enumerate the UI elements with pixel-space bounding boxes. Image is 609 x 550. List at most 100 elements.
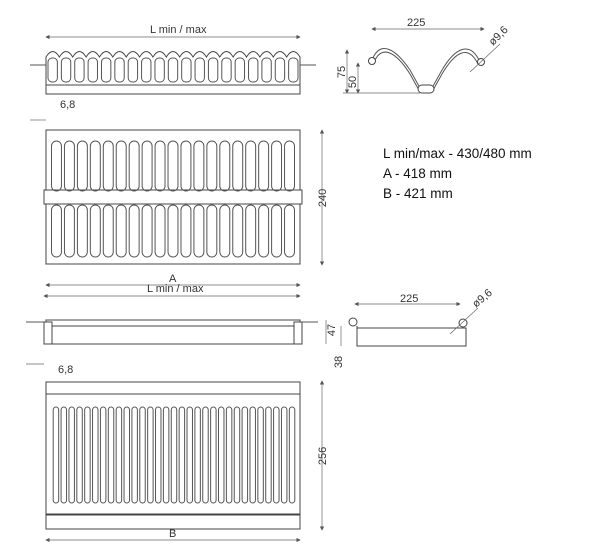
plan-slot bbox=[76, 406, 83, 504]
plan-slot bbox=[141, 204, 153, 258]
plan-slot bbox=[284, 204, 296, 258]
plan-slot bbox=[89, 204, 101, 258]
plan-slot bbox=[265, 406, 272, 504]
height-50-label: 50 bbox=[347, 76, 359, 88]
plan-slot bbox=[92, 406, 99, 504]
plan-slot bbox=[170, 406, 178, 504]
front-slot bbox=[47, 57, 58, 83]
wire-diameter-label-2: ø9,6 bbox=[470, 287, 495, 310]
front-slot bbox=[87, 57, 98, 83]
front-slot bbox=[127, 57, 139, 83]
height-75-label: 75 bbox=[336, 66, 348, 78]
plan-slot bbox=[233, 406, 241, 504]
plan-slot bbox=[232, 140, 244, 192]
front-slot bbox=[221, 57, 232, 83]
spec-a: A - 418 mm bbox=[383, 166, 453, 181]
plan-slot bbox=[99, 406, 107, 504]
plan-slot bbox=[84, 406, 91, 504]
plan-slot bbox=[167, 140, 179, 192]
front-slot bbox=[154, 57, 165, 83]
front-slot bbox=[100, 57, 112, 83]
offset-label-2: 6,8 bbox=[58, 364, 73, 376]
middle-bar bbox=[43, 189, 303, 205]
center-clip bbox=[417, 84, 435, 94]
plan-slot bbox=[128, 140, 140, 192]
depth-256-label: 256 bbox=[317, 447, 329, 465]
plan-slot bbox=[147, 406, 154, 504]
plan-slot bbox=[115, 204, 127, 258]
plan-slot bbox=[139, 406, 146, 504]
plan-slot bbox=[241, 406, 249, 504]
plan-slot bbox=[245, 204, 257, 258]
plan-slot bbox=[128, 204, 140, 258]
plan-slot bbox=[280, 406, 288, 504]
plan-slot bbox=[245, 140, 257, 192]
plan-slot bbox=[258, 140, 270, 192]
front-slot bbox=[248, 57, 259, 83]
front-slot bbox=[288, 57, 299, 83]
plan-slot bbox=[258, 204, 270, 258]
front-slot bbox=[141, 57, 152, 83]
height-38-label: 38 bbox=[333, 356, 345, 368]
slot-rows bbox=[51, 140, 296, 258]
plan-slot bbox=[186, 406, 193, 504]
offset-label: 6,8 bbox=[60, 99, 75, 111]
plan-slot bbox=[162, 406, 170, 504]
front-slot bbox=[167, 57, 179, 83]
plan-slot bbox=[180, 140, 192, 192]
plan-slot bbox=[155, 406, 162, 504]
plan-slot bbox=[141, 140, 153, 192]
plan-slot bbox=[271, 140, 283, 192]
scallop-row bbox=[45, 51, 301, 86]
plan-slot bbox=[52, 406, 60, 504]
plan-slot bbox=[51, 204, 62, 258]
rack1-plan-view: 6,8 240 A bbox=[30, 99, 329, 288]
bottom-rail bbox=[45, 84, 301, 95]
spec-length: L min/max - 430/480 mm bbox=[383, 146, 532, 161]
plan-slot bbox=[123, 406, 131, 504]
plan-slot bbox=[194, 406, 201, 504]
plan-slot bbox=[193, 204, 205, 258]
plan-slot bbox=[154, 204, 166, 258]
front-slot bbox=[207, 57, 219, 83]
a-label: A bbox=[169, 273, 177, 285]
depth-240-label: 240 bbox=[317, 189, 329, 207]
front-outline bbox=[45, 51, 301, 86]
plan-slot bbox=[249, 406, 256, 504]
width-dim-label-2: 225 bbox=[400, 293, 418, 305]
rack2-front-view: L min / max 47 bbox=[26, 283, 338, 345]
plan-slot bbox=[180, 204, 192, 258]
plan-slot bbox=[219, 204, 231, 258]
front-slot bbox=[114, 57, 125, 83]
plan-slot bbox=[206, 140, 218, 192]
plan-slot bbox=[89, 140, 101, 192]
plan-slot bbox=[115, 140, 127, 192]
plan-slot bbox=[131, 406, 138, 504]
plan-slot bbox=[271, 204, 283, 258]
plan-slot bbox=[63, 140, 75, 192]
plan-slot bbox=[60, 406, 68, 504]
plan-slot bbox=[115, 406, 123, 504]
width-dim-label: 225 bbox=[407, 17, 425, 29]
wire-end-left bbox=[368, 57, 376, 65]
plan-slot bbox=[63, 204, 75, 258]
plan-slot bbox=[76, 204, 88, 258]
front-slot bbox=[234, 57, 246, 83]
plan-slot bbox=[217, 406, 225, 504]
front-slot bbox=[60, 57, 72, 83]
plan-slot bbox=[257, 406, 264, 504]
rack2-side-profile: 225 ø9,6 38 bbox=[333, 287, 495, 368]
plan-slot bbox=[273, 406, 280, 504]
plan-slot bbox=[288, 406, 296, 504]
rack2-plan-view: 6,8 256 B bbox=[26, 363, 329, 543]
plan-slot bbox=[178, 406, 186, 504]
front-slot bbox=[181, 57, 192, 83]
plan-slot bbox=[102, 140, 114, 192]
front-slot bbox=[261, 57, 272, 83]
plan-slot bbox=[51, 140, 62, 192]
plan-slot bbox=[225, 406, 233, 504]
plan-slot bbox=[107, 406, 115, 504]
plan-slot bbox=[284, 140, 296, 192]
